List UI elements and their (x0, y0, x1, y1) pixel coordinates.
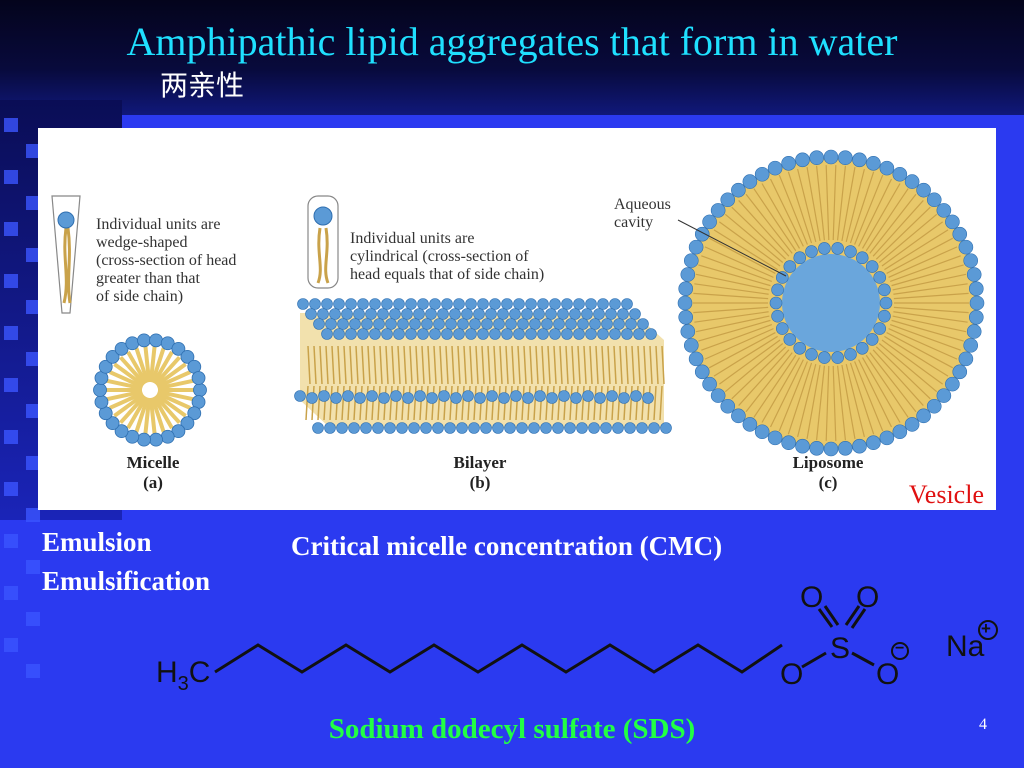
bilayer-caption: Bilayer (b) (453, 453, 507, 492)
liposome-drawing (677, 149, 985, 457)
emulsification-term: Emulsification (42, 566, 211, 596)
s-o-double-bond-right-b (850, 608, 867, 629)
decorative-square (4, 430, 18, 444)
decorative-square (4, 482, 18, 496)
figure-drawing (51, 149, 985, 457)
decorative-square (4, 534, 18, 548)
vesicle-label: Vesicle (908, 480, 984, 509)
sds-carbon-chain (214, 643, 783, 674)
top-band (0, 0, 1024, 115)
decorative-square (4, 326, 18, 340)
cylinder-unit-icon (307, 195, 339, 289)
oxygen-atom-ester: O (780, 658, 804, 691)
decorative-square (26, 612, 40, 626)
decorative-square (4, 638, 18, 652)
liposome-caption: Liposome (c) (792, 453, 864, 492)
oxygen-atom-right: O (856, 581, 880, 614)
decorative-square (26, 560, 40, 574)
decorative-square (26, 144, 40, 158)
micelle-drawing (93, 333, 207, 447)
decorative-square (4, 170, 18, 184)
slide-title: Amphipathic lipid aggregates that form i… (126, 19, 898, 64)
decorative-square (4, 586, 18, 600)
decorative-square (4, 274, 18, 288)
minus-sign: − (895, 640, 905, 657)
micelle-note: Individual units are wedge-shaped (cross… (96, 216, 237, 305)
sulfur-atom: S (830, 632, 851, 665)
sodium-atom: Na (946, 630, 985, 663)
decorative-square (4, 222, 18, 236)
page-number: 4 (979, 716, 987, 733)
sds-structure (214, 605, 998, 674)
s-o-double-bond-left-a (817, 608, 834, 628)
lipid-aggregates-figure: Individual units are wedge-shaped (cross… (38, 128, 996, 510)
oxygen-atom-left: O (800, 581, 824, 614)
wedge-unit-icon (51, 195, 81, 314)
decorative-square (26, 508, 40, 522)
s-o-minus-bond (851, 651, 875, 667)
plus-sign: + (981, 619, 991, 638)
decorative-square (26, 196, 40, 210)
emulsion-term: Emulsion (42, 527, 152, 557)
negative-charge-circle (891, 642, 909, 660)
oxygen-atom-anion: O (876, 658, 900, 691)
o-s-bond (801, 651, 827, 669)
decorative-square (26, 456, 40, 470)
sds-label: Sodium dodecyl sulfate (SDS) (328, 713, 696, 745)
methyl-group: H3C (156, 656, 211, 695)
micelle-caption: Micelle (a) (126, 453, 180, 492)
s-o-double-bond-left-b (823, 605, 840, 626)
decorative-square (26, 352, 40, 366)
decorative-square (26, 664, 40, 678)
decorative-square (26, 248, 40, 262)
decorative-square (26, 404, 40, 418)
aqueous-cavity-label: Aqueous cavity (614, 196, 671, 231)
s-o-double-bond-right-a (844, 605, 861, 626)
decorative-square (26, 300, 40, 314)
positive-charge-circle (978, 620, 998, 640)
cmc-term: Critical micelle concentration (CMC) (291, 531, 723, 561)
slide-subtitle: 两亲性 (160, 71, 245, 102)
cavity-pointer-line (677, 219, 787, 277)
bilayer-note: Individual units are cylindrical (cross-… (350, 230, 545, 283)
decorative-square (4, 118, 18, 132)
bilayer-drawing (294, 298, 672, 434)
decorative-square (4, 378, 18, 392)
